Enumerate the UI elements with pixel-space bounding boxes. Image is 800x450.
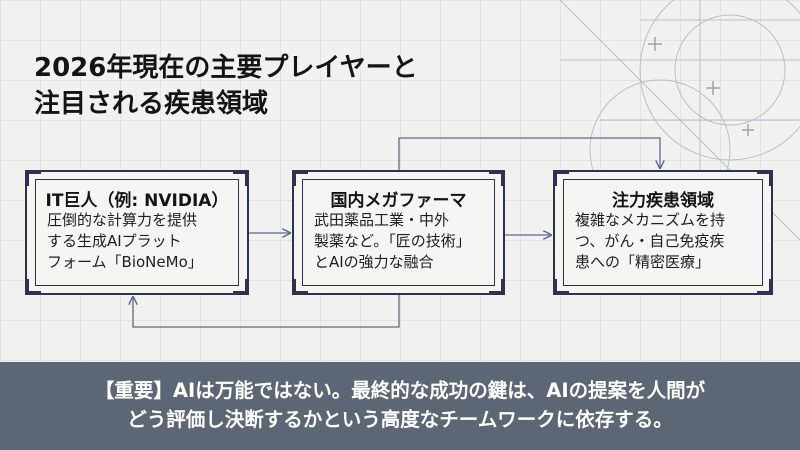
box-line: 患への「精密医療」 bbox=[575, 253, 711, 271]
player-box-domestic-pharma: 国内メガファーマ 武田薬品工業・中外 製薬など。「匠の技術」 とAIの強力な融合 bbox=[292, 170, 505, 295]
box-description: 圧倒的な計算力を提供 する生成AIプラット フォーム「BioNeMo」 bbox=[47, 210, 231, 273]
box-heading: IT巨人（例: NVIDIA） bbox=[45, 191, 229, 211]
title-line-1: 2026年現在の主要プレイヤーと bbox=[34, 53, 418, 83]
box-heading: 国内メガファーマ bbox=[330, 191, 467, 211]
box-line: 複雑なメカニズムを持 bbox=[575, 211, 726, 229]
focus-disease-box: 注力疾患領域 複雑なメカニズムを持 つ、がん・自己免疫疾 患への「精密医療」 bbox=[553, 170, 773, 295]
title-line-2: 注目される疾患領域 bbox=[34, 89, 269, 119]
banner-text: 【重要】AIは万能ではない。最終的な成功の鍵は、AIの提案を人間が どう評価し決… bbox=[0, 376, 800, 434]
banner-line-1: 【重要】AIは万能ではない。最終的な成功の鍵は、AIの提案を人間が bbox=[94, 379, 706, 402]
box-line: つ、がん・自己免疫疾 bbox=[575, 232, 725, 250]
arrow-box2-to-box1-bottom bbox=[133, 295, 400, 328]
box-description: 武田薬品工業・中外 製薬など。「匠の技術」 とAIの強力な融合 bbox=[314, 210, 487, 273]
box-line: とAIの強力な融合 bbox=[314, 253, 434, 271]
arrow-box2-to-box3-top bbox=[398, 137, 660, 170]
banner-line-2: どう評価し決断するかという高度なチームワークに依存する。 bbox=[127, 408, 673, 431]
box-line: 製薬など。「匠の技術」 bbox=[314, 232, 471, 250]
box-inner-frame bbox=[302, 179, 495, 286]
box-description: 複雑なメカニズムを持 つ、がん・自己免疫疾 患への「精密医療」 bbox=[575, 210, 755, 273]
box-heading: 注力疾患領域 bbox=[612, 191, 714, 211]
box-line: 圧倒的な計算力を提供 bbox=[47, 211, 198, 229]
key-point-banner: 【重要】AIは万能ではない。最終的な成功の鍵は、AIの提案を人間が どう評価し決… bbox=[0, 362, 800, 450]
box-inner-frame bbox=[563, 179, 763, 286]
player-box-it-giant: IT巨人（例: NVIDIA） 圧倒的な計算力を提供 する生成AIプラット フォ… bbox=[25, 170, 249, 295]
box-line: する生成AIプラット bbox=[47, 232, 182, 250]
page-title: 2026年現在の主要プレイヤーと 注目される疾患領域 bbox=[34, 50, 594, 122]
box-inner-frame bbox=[35, 179, 239, 286]
box-line: 武田薬品工業・中外 bbox=[314, 211, 450, 229]
box-line: フォーム「BioNeMo」 bbox=[47, 253, 203, 271]
